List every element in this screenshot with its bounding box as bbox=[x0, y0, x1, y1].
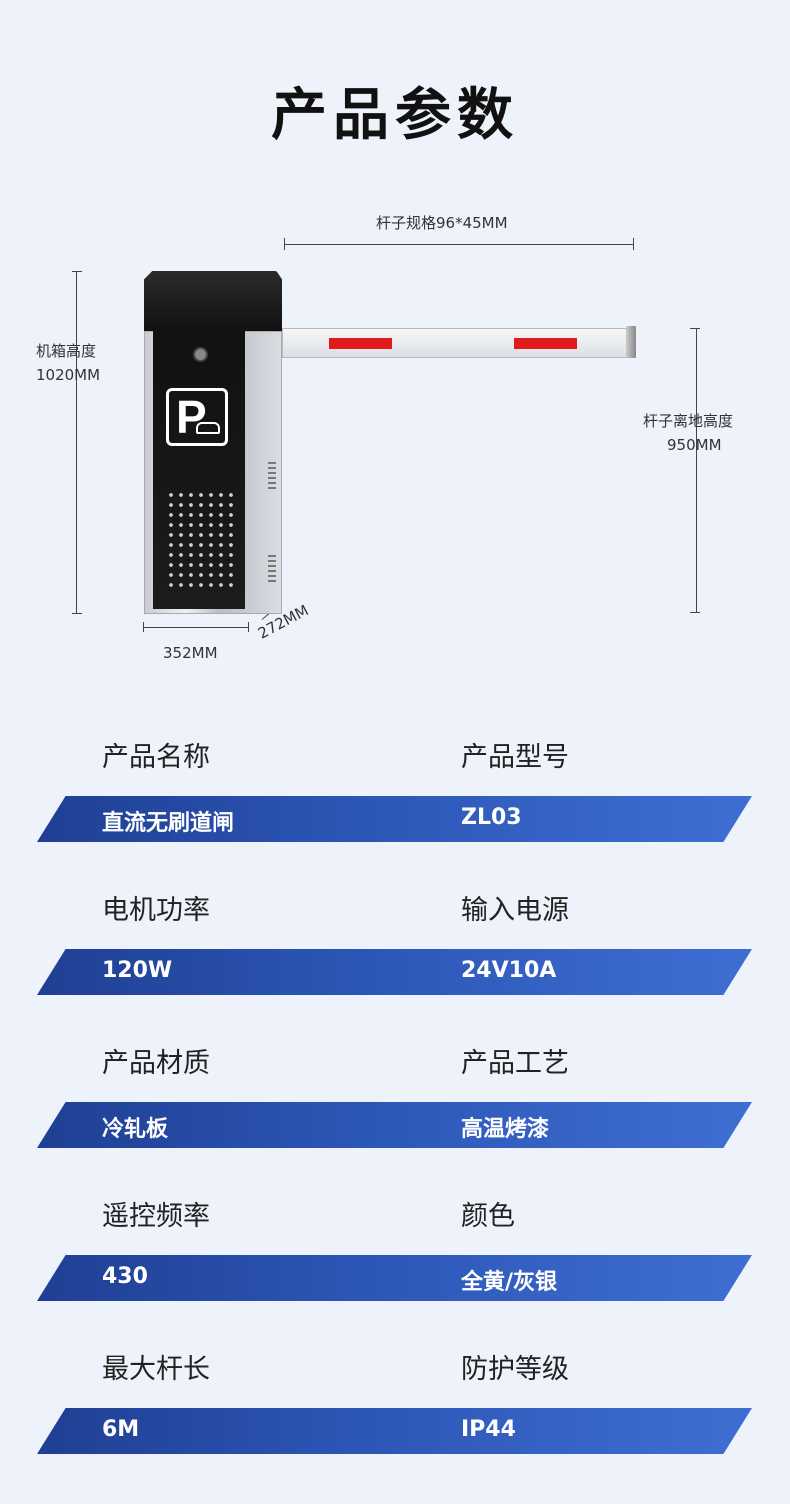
spec-value: 全黄/灰银 bbox=[461, 1270, 558, 1295]
rod-height-label: 杆子离地高度 bbox=[643, 412, 734, 430]
spec-value-band bbox=[37, 1102, 752, 1148]
spec-value-band bbox=[37, 1408, 752, 1454]
side-vent-bottom bbox=[268, 555, 276, 585]
spec-label: 输入电源 bbox=[461, 895, 569, 926]
spec-label: 产品型号 bbox=[461, 742, 569, 773]
rod-spec-label: 杆子规格96*45MM bbox=[376, 214, 508, 232]
spec-value: 6M bbox=[102, 1417, 140, 1442]
spec-value: 直流无刷道闸 bbox=[102, 811, 235, 836]
spec-value: 冷轧板 bbox=[102, 1117, 169, 1142]
parking-sign-icon: P bbox=[166, 388, 228, 446]
rod-height-tick-top bbox=[690, 328, 700, 329]
width-tick-left bbox=[143, 622, 144, 632]
spec-value-band bbox=[37, 796, 752, 842]
spec-label: 产品名称 bbox=[102, 742, 210, 773]
box-height-label: 机箱高度 bbox=[36, 342, 97, 360]
spec-value-band bbox=[37, 1255, 752, 1301]
spec-value-band bbox=[37, 949, 752, 995]
spec-value: 430 bbox=[102, 1264, 148, 1289]
rod-spec-tick-right bbox=[633, 238, 634, 250]
box-height-value: 1020MM bbox=[36, 366, 101, 384]
spec-label: 颜色 bbox=[461, 1201, 515, 1232]
spec-value: ZL03 bbox=[461, 805, 522, 830]
box-height-line bbox=[76, 271, 77, 614]
box-height-tick-top bbox=[72, 271, 82, 272]
rod-height-value: 950MM bbox=[667, 436, 722, 454]
spec-label: 产品材质 bbox=[102, 1048, 210, 1079]
rod-height-line bbox=[696, 328, 697, 613]
spec-label: 电机功率 bbox=[102, 895, 210, 926]
side-vent-top bbox=[268, 462, 276, 492]
vent-holes bbox=[166, 490, 236, 590]
boom-stripe-1 bbox=[329, 338, 392, 349]
gate-top-cover bbox=[144, 271, 282, 331]
spec-label: 防护等级 bbox=[461, 1354, 569, 1385]
key-lock-icon bbox=[193, 347, 208, 362]
spec-value: 高温烤漆 bbox=[461, 1117, 550, 1142]
spec-value: 120W bbox=[102, 958, 173, 983]
rod-spec-line bbox=[284, 244, 634, 245]
width-tick-right bbox=[248, 622, 249, 632]
width-line bbox=[143, 627, 249, 628]
boom-end-cap bbox=[626, 326, 636, 358]
rod-height-tick-bottom bbox=[690, 612, 700, 613]
spec-value: IP44 bbox=[461, 1417, 516, 1442]
spec-label: 最大杆长 bbox=[102, 1354, 210, 1385]
width-value: 352MM bbox=[163, 644, 218, 662]
spec-value: 24V10A bbox=[461, 958, 557, 983]
car-icon bbox=[196, 422, 220, 434]
box-height-tick-bottom bbox=[72, 613, 82, 614]
rod-spec-tick-left bbox=[284, 238, 285, 250]
spec-label: 产品工艺 bbox=[461, 1048, 569, 1079]
spec-label: 遥控频率 bbox=[102, 1201, 210, 1232]
boom-stripe-2 bbox=[514, 338, 577, 349]
page-title: 产品参数 bbox=[271, 83, 519, 148]
